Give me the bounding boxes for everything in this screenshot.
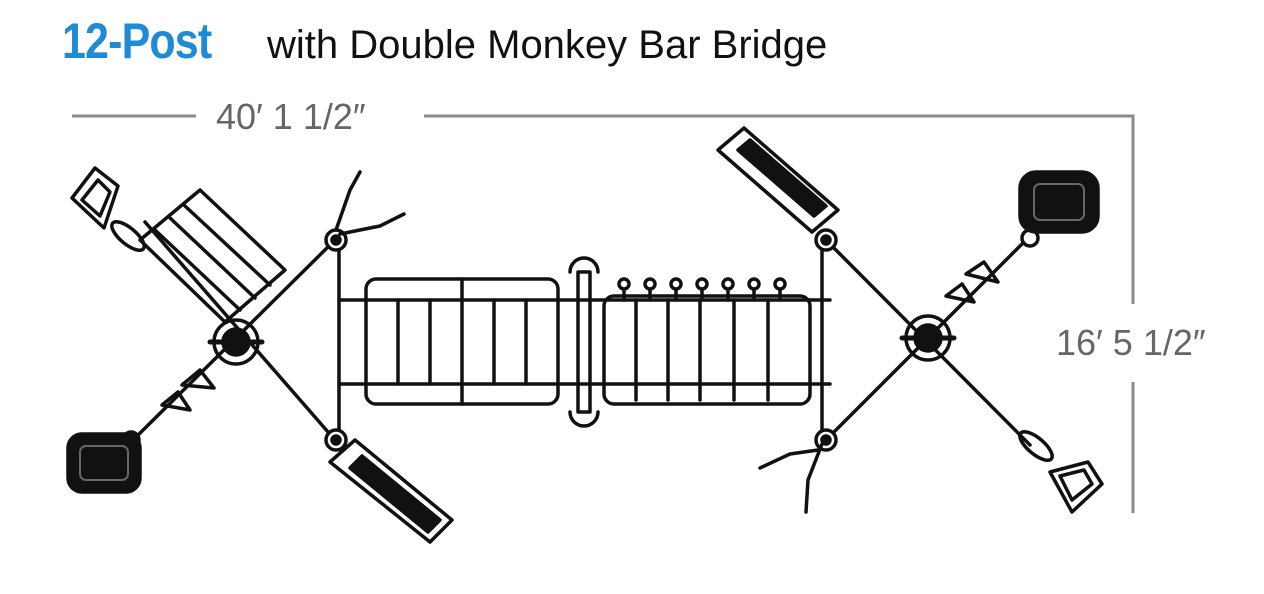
right-hub-assembly (716, 126, 1104, 514)
dimension-lines (72, 114, 1135, 513)
left-step-1 (180, 368, 216, 390)
title-description: with Double Monkey Bar Bridge (267, 23, 828, 67)
page-title: 12-Post with Double Monkey Bar Bridge (62, 12, 827, 76)
depth-dimension-label: 16′ 5 1/2″ (1056, 322, 1206, 364)
bridge-top-handle (568, 256, 600, 274)
right-ladder (716, 126, 840, 234)
bridge-center-post (576, 270, 592, 414)
left-slide (138, 188, 287, 324)
structure (66, 126, 1104, 544)
right-climber-pad (1018, 170, 1100, 234)
left-hub-assembly (66, 166, 454, 544)
monkey-bar-rungs (617, 277, 787, 302)
left-swing-arm (334, 170, 406, 236)
right-step-2 (944, 282, 976, 304)
width-dimension-label: 40′ 1 1/2″ (216, 96, 366, 138)
left-ladder (328, 438, 454, 544)
bridge-panel-right (602, 294, 812, 406)
monkey-bar-bridge (337, 256, 832, 428)
title-post-count: 12-Post (62, 13, 212, 69)
right-spring-rider (1018, 430, 1104, 514)
left-spring-rider (70, 166, 146, 252)
right-swing-arm (758, 442, 824, 514)
bridge-bottom-handle (568, 410, 600, 428)
left-step-2 (160, 390, 192, 412)
left-climber-pad (66, 432, 142, 494)
right-step-1 (964, 260, 1000, 284)
width-dimension-line-right (424, 114, 1135, 304)
